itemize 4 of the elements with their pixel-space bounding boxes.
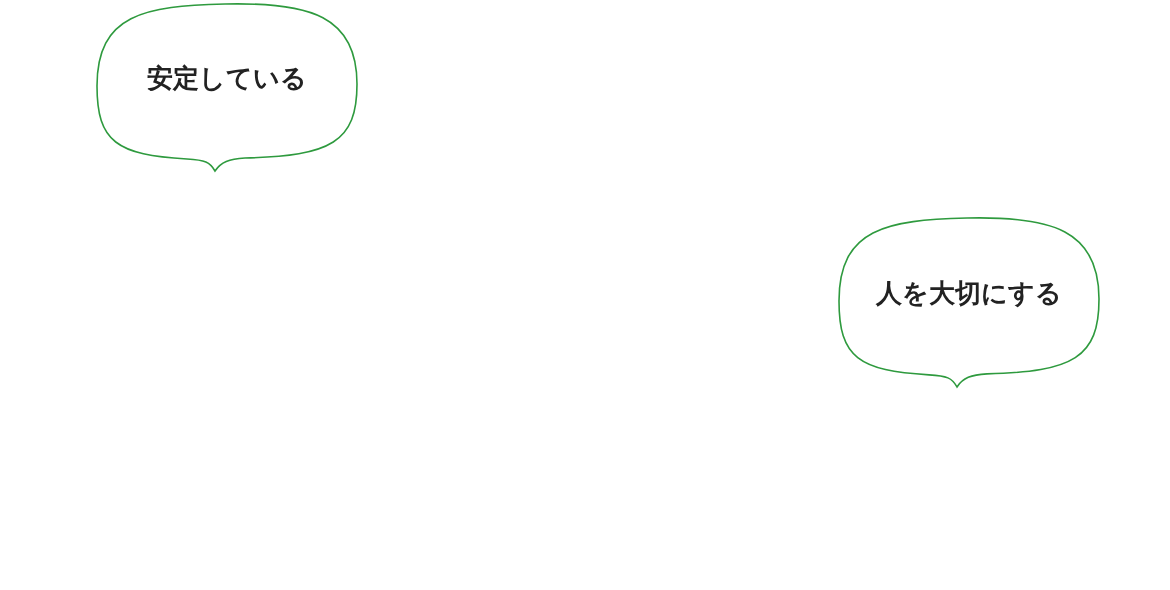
speech-bubble: [95, 2, 359, 173]
speech-bubble: [837, 216, 1101, 389]
bubble-text: 安定している: [147, 62, 307, 95]
bubble-text: 人を大切にする: [876, 277, 1062, 310]
